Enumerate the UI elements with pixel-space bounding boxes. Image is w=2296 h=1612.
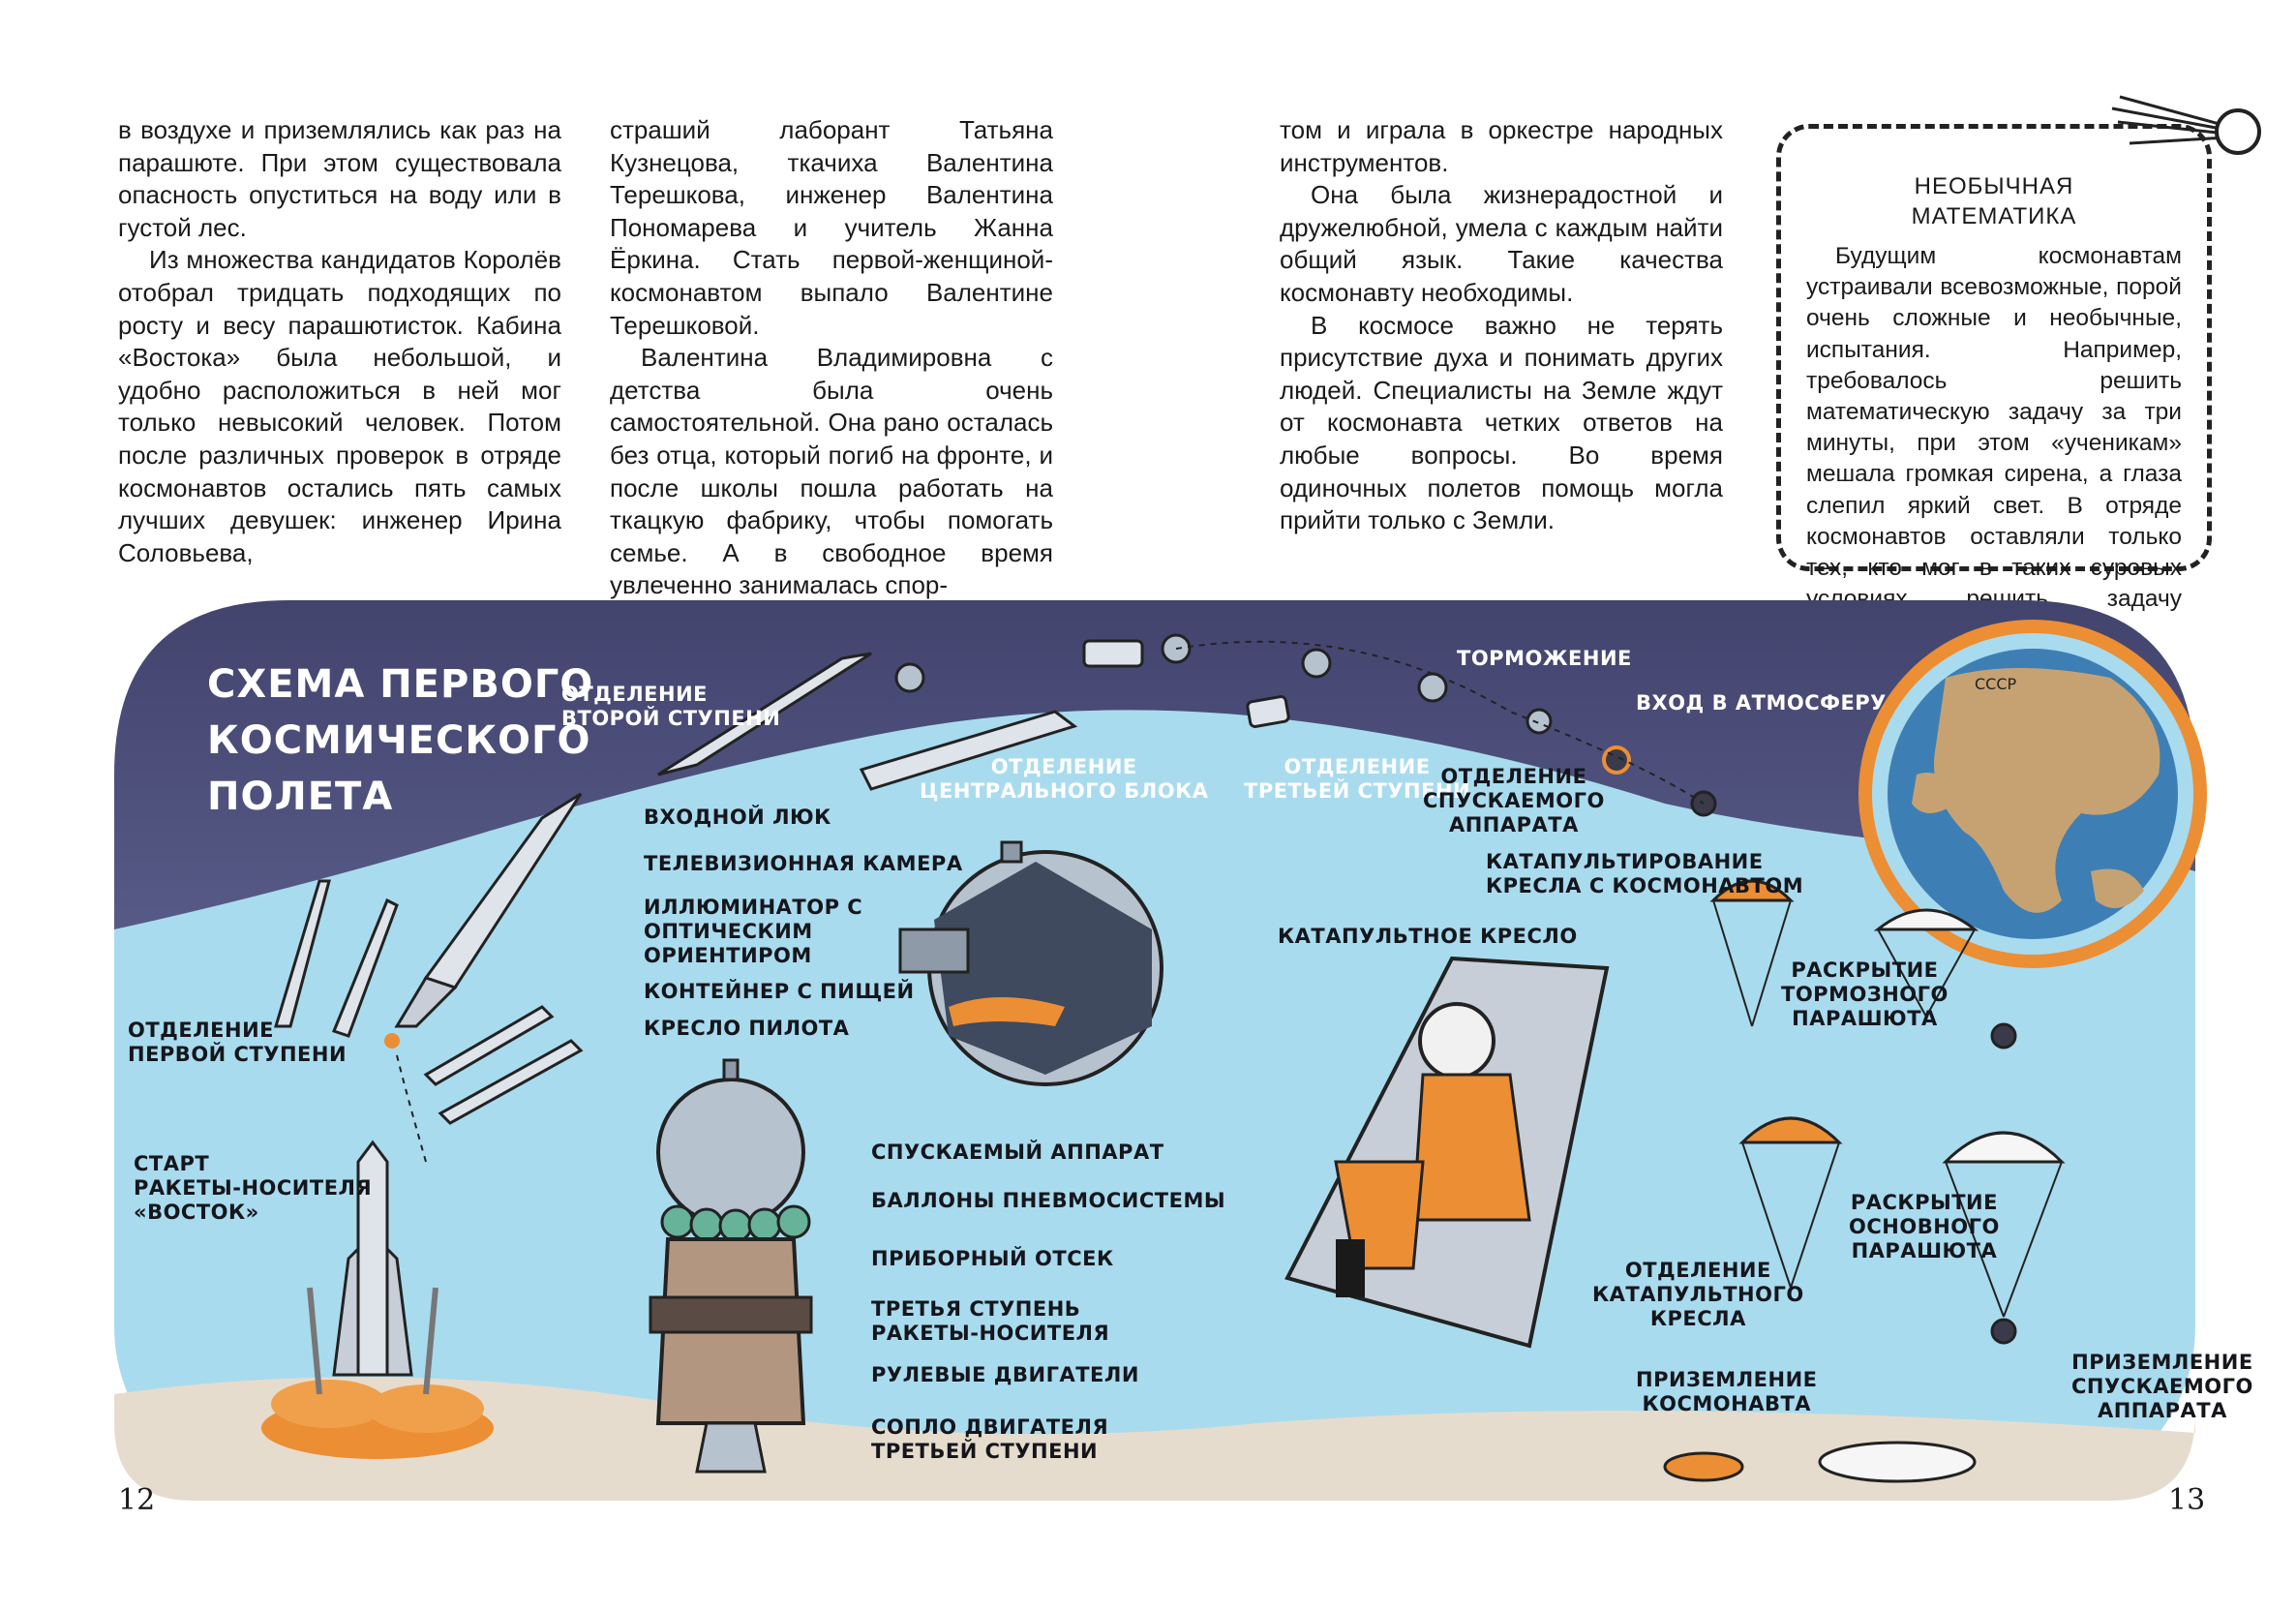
text-column-3: том и играла в оркестре народных инструм… [1280,114,1723,537]
col2-paragraph: страший лаборант Татьяна Кузнецова, ткач… [610,115,1053,340]
rocket-ascent [384,792,583,1163]
label-seat-separation: Отделение катапультного кресла [1592,1259,1804,1330]
vostok-spacecraft [649,1058,813,1474]
label-cosmonaut-landing: Приземление космонавта [1636,1368,1818,1415]
label-main-chute: Раскрытие основного парашюта [1849,1191,2000,1262]
label-ejection-seat: Катапультное кресло [1278,925,1578,948]
label-thrusters: Рулевые двигатели [871,1363,1139,1386]
label-drogue-chute: Раскрытие тормозного парашюта [1781,958,1949,1030]
col3-paragraph: В космосе важно не терять присутствие ду… [1280,310,1723,535]
upper-stages [657,633,1717,817]
label-stage1-separation: Отделение первой ступени [128,1019,347,1066]
label-core-separation: Отделение центрального блока [920,755,1209,803]
col2-paragraph: Валентина Владимировна с детства была оч… [610,343,1053,600]
label-food-container: Контейнер с пищей [644,980,915,1003]
col3-paragraph: том и играла в оркестре народных инструм… [1280,115,1723,177]
text-column-1: в воздухе и приземлялись как раз на пара… [118,114,561,569]
col1-paragraph: Из множества кандидатов Королёв отобрал … [118,245,561,567]
label-hatch: Входной люк [644,806,831,829]
stage1-boosters [273,879,584,1125]
label-stage3: Третья ступень ракеты-носителя [871,1297,1110,1345]
label-gas-tanks: Баллоны пневмосистемы [871,1189,1226,1212]
launch-pad [261,1140,494,1459]
label-braking: Торможение [1457,647,1632,670]
ejection-seat [1284,956,1610,1349]
page-number-left: 12 [118,1483,156,1517]
capsule-cutaway [898,840,1163,1086]
col3-paragraph: Она была жизнерадостной и дружелюбной, у… [1280,180,1723,307]
gas-tanks [660,1204,811,1243]
space-bg [114,600,2195,929]
label-pilot-seat: Кресло пилота [644,1017,850,1040]
diagram-panel [114,600,2195,1501]
diagram-title: Схема первого космического полета [207,662,594,819]
col1-paragraph: в воздухе и приземлялись как раз на пара… [118,115,561,242]
earth-globe: СССР [1858,620,2207,968]
label-capsule-landing: Приземление спускаемого аппарата [2071,1351,2253,1422]
label-capsule-separation: Отделение спускаемого аппарата [1423,765,1605,836]
label-porthole: Иллюминатор с оптическим ориентиром [644,896,863,967]
label-reentry: Вход в атмосферу [1636,691,1887,715]
sidebar-text: Будущим космонавтам устраивали всевозмож… [1806,243,2182,643]
text-column-2: страший лаборант Татьяна Кузнецова, ткач… [610,114,1053,602]
label-launch: Старт ракеты-носителя «Восток» [134,1152,373,1224]
label-stage2-separation: Отделение второй ступени [561,683,781,730]
label-descent-module: Спускаемый аппарат [871,1141,1164,1164]
label-ejection: Катапультирование кресла с космонавтом [1486,850,1804,897]
atmosphere-bg [114,600,2195,1501]
sidebar-title: НЕОБЫЧНАЯ МАТЕМАТИКА [1911,173,2077,229]
earth-ussr-label: СССР [1975,675,2017,693]
label-stage3-separation: Отделение третьей ступени [1244,755,1471,803]
label-tv-camera: Телевизионная камера [644,852,963,875]
sidebar-box: НЕОБЫЧНАЯ МАТЕМАТИКА Будущим космонавтам… [1776,124,2212,643]
sputnik-icon [2111,95,2261,155]
page-number-right: 13 [2168,1483,2206,1517]
label-instrument-compartment: Приборный отсек [871,1247,1114,1270]
label-nozzle: Сопло двигателя третьей ступени [871,1415,1109,1463]
parachutes [1663,879,2066,1483]
